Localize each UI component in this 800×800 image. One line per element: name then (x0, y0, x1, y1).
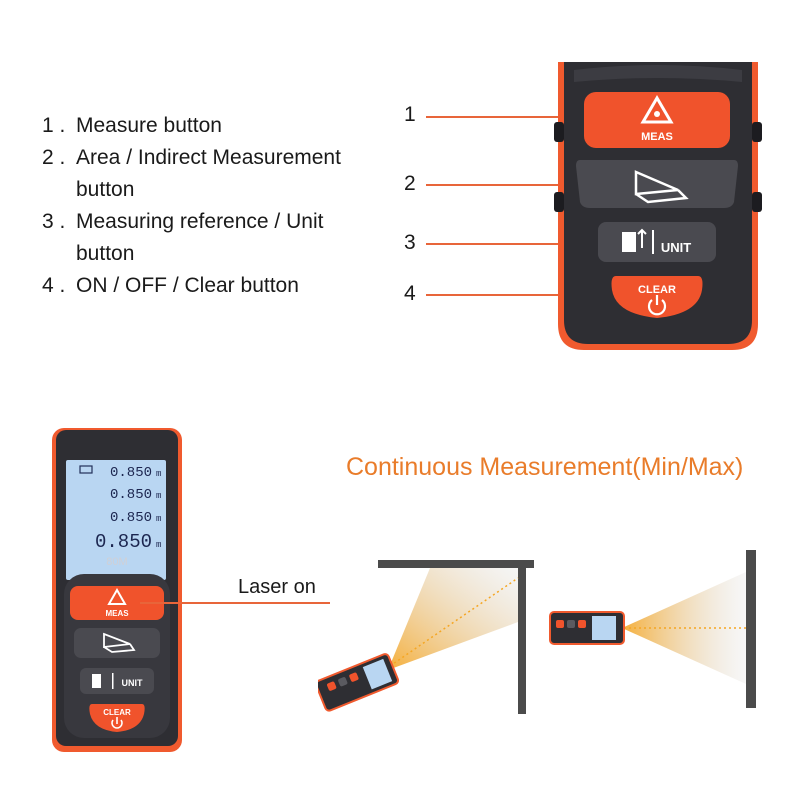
legend-text: Area / Indirect Measurement button (76, 146, 341, 201)
legend-number: 3 . (42, 210, 66, 233)
callout-line-3 (426, 243, 611, 245)
area-icon (103, 632, 136, 653)
area-button[interactable] (74, 628, 160, 658)
meas-button[interactable]: MEAS (70, 586, 164, 620)
clear-button[interactable]: CLEAR (611, 276, 703, 318)
lcd-reading: 0.850 (110, 510, 152, 526)
power-icon (111, 719, 123, 729)
lcd-unit: m (156, 540, 161, 550)
unit-label: UNIT (122, 678, 143, 688)
lcd-reading: 0.850 (110, 465, 152, 481)
callout-line-4 (426, 294, 621, 296)
legend-item-3: 3 . Measuring reference / Unit button (42, 206, 362, 270)
meas-label: MEAS (105, 609, 129, 618)
unit-label: UNIT (661, 240, 691, 255)
target-wall (746, 550, 756, 708)
lcd-unit: m (156, 491, 161, 501)
meas-button[interactable]: MEAS (584, 92, 730, 148)
callout-number-2: 2 (404, 172, 416, 195)
clear-button[interactable]: CLEAR (89, 704, 145, 732)
lcd-unit: m (156, 514, 161, 524)
device-closeup: MEAS UNIT CLEAR (554, 62, 762, 350)
lcd-screen (66, 460, 166, 580)
lcd-reading: 0.850 (110, 487, 152, 503)
reference-icon (92, 674, 101, 688)
unit-button[interactable]: UNIT (80, 668, 154, 694)
ceiling-wall (378, 560, 534, 568)
area-button[interactable] (576, 160, 738, 208)
legend-number: 1 . (42, 114, 66, 137)
clear-label: CLEAR (103, 708, 131, 717)
callout-line-1 (426, 116, 611, 118)
wall-measurement-illustration (549, 550, 756, 708)
reference-icon (622, 232, 636, 252)
legend-item-1: 1 . Measure button (42, 110, 362, 142)
legend-item-2: 2 . Area / Indirect Measurement button (42, 142, 362, 206)
laser-on-label: Laser on (238, 576, 316, 598)
corner-measurement-illustration (318, 560, 534, 714)
laser-callout-line (140, 602, 330, 604)
legend-number: 2 . (42, 146, 66, 169)
legend-text: Measuring reference / Unit button (76, 210, 324, 265)
continuous-measurement-title: Continuous Measurement(Min/Max) (346, 453, 744, 481)
callout-number-3: 3 (404, 231, 416, 254)
meas-label: MEAS (641, 131, 673, 143)
callout-line-2 (426, 184, 621, 186)
side-wall (518, 560, 526, 714)
laser-beam (388, 568, 518, 670)
unit-button[interactable]: UNIT (598, 222, 716, 262)
device-thumbnail (318, 653, 400, 712)
battery-icon (79, 465, 93, 474)
power-icon (647, 295, 667, 316)
legend-item-4: 4 . ON / OFF / Clear button (42, 270, 362, 302)
device-full: 0.850 m 0.850 m 0.850 m 0.850 m 80M MEAS… (52, 428, 182, 752)
area-icon (634, 170, 689, 204)
legend-text: ON / OFF / Clear button (76, 274, 299, 297)
callout-number-1: 1 (404, 103, 416, 126)
clear-label: CLEAR (638, 284, 676, 296)
model-label: 80M (106, 556, 127, 568)
lcd-main-reading: 0.850 (95, 531, 152, 553)
button-legend: 1 . Measure button 2 . Area / Indirect M… (42, 110, 362, 302)
device-thumbnail (549, 611, 625, 645)
legend-text: Measure button (76, 114, 222, 137)
lcd-unit: m (156, 469, 161, 479)
legend-number: 4 . (42, 274, 66, 297)
callout-number-4: 4 (404, 282, 416, 305)
